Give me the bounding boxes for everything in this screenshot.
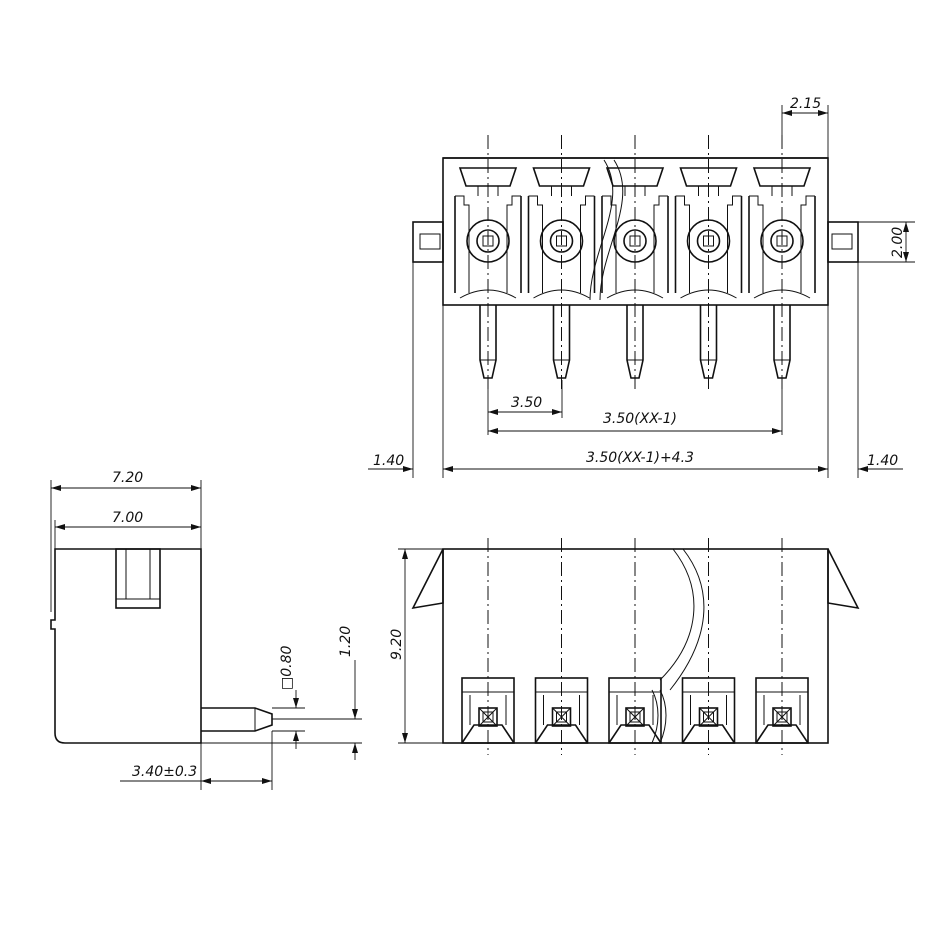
dim-left-tab: 1.40 bbox=[373, 453, 404, 469]
bottom-dimensions: 9.20 bbox=[389, 548, 443, 744]
break-line bbox=[589, 159, 614, 301]
screw-icon bbox=[760, 219, 804, 263]
solder-pin bbox=[773, 305, 791, 379]
left-mount-tab bbox=[412, 221, 444, 263]
wire-entry bbox=[458, 167, 518, 187]
break-line-bottom bbox=[659, 548, 695, 681]
dim-2-15: 2.15 bbox=[790, 96, 821, 112]
dim-pin-span: 3.50(XX-1) bbox=[603, 411, 677, 427]
solder-pin bbox=[699, 305, 718, 379]
side-body-outline bbox=[50, 548, 202, 744]
contact-cell bbox=[608, 677, 662, 744]
screw-icon bbox=[539, 219, 584, 263]
bottom-poles bbox=[461, 538, 809, 755]
wire-entry bbox=[679, 167, 738, 187]
side-pin bbox=[201, 707, 273, 732]
pin-square-icon bbox=[478, 707, 498, 727]
cell-wall bbox=[454, 196, 522, 293]
right-mount-tab bbox=[827, 221, 859, 263]
front-dimensions: 2.15 2.00 3.50 3.50(XX-1) 3.50(XX-1)+4.3… bbox=[368, 96, 915, 478]
dim-body-height: 9.20 bbox=[389, 629, 405, 660]
right-latch bbox=[827, 548, 860, 610]
dim-2-00: 2.00 bbox=[890, 227, 906, 258]
wire-entry bbox=[605, 167, 665, 187]
contact-cell bbox=[681, 677, 736, 744]
front-poles bbox=[454, 135, 816, 392]
side-view bbox=[50, 548, 273, 744]
bottom-view bbox=[411, 538, 860, 755]
dim-side-inner: 7.00 bbox=[112, 510, 143, 526]
cell-wall bbox=[527, 196, 596, 293]
dim-pin-offset: 1.20 bbox=[338, 626, 354, 657]
cell-wall bbox=[748, 196, 816, 293]
contact-cell bbox=[461, 677, 515, 744]
solder-pin bbox=[479, 305, 497, 379]
pin-square-icon bbox=[625, 707, 645, 727]
pin-square-icon bbox=[551, 707, 572, 727]
side-dimensions: 7.20 7.00 □0.80 1.20 3.40±0.3 bbox=[50, 470, 362, 790]
dim-body-length: 3.50(XX-1)+4.3 bbox=[586, 450, 694, 466]
screw-icon bbox=[613, 219, 657, 263]
dim-pin-square: □0.80 bbox=[279, 646, 295, 690]
wire-entry bbox=[752, 167, 812, 187]
screw-icon bbox=[466, 219, 510, 263]
dim-pitch: 3.50 bbox=[511, 395, 542, 411]
screw-icon bbox=[686, 219, 731, 263]
cell-wall bbox=[674, 196, 743, 293]
solder-pin bbox=[552, 305, 571, 379]
dim-pin-length: 3.40±0.3 bbox=[132, 764, 197, 780]
pin-square-icon bbox=[698, 707, 719, 727]
solder-pin bbox=[626, 305, 644, 379]
dim-side-outer: 7.20 bbox=[112, 470, 143, 486]
contact-cell bbox=[534, 677, 589, 744]
left-latch bbox=[411, 548, 444, 610]
dim-right-tab: 1.40 bbox=[867, 453, 898, 469]
wire-entry bbox=[532, 167, 591, 187]
front-view bbox=[412, 135, 859, 392]
contact-cell bbox=[755, 677, 809, 744]
pin-square-icon bbox=[772, 707, 792, 727]
